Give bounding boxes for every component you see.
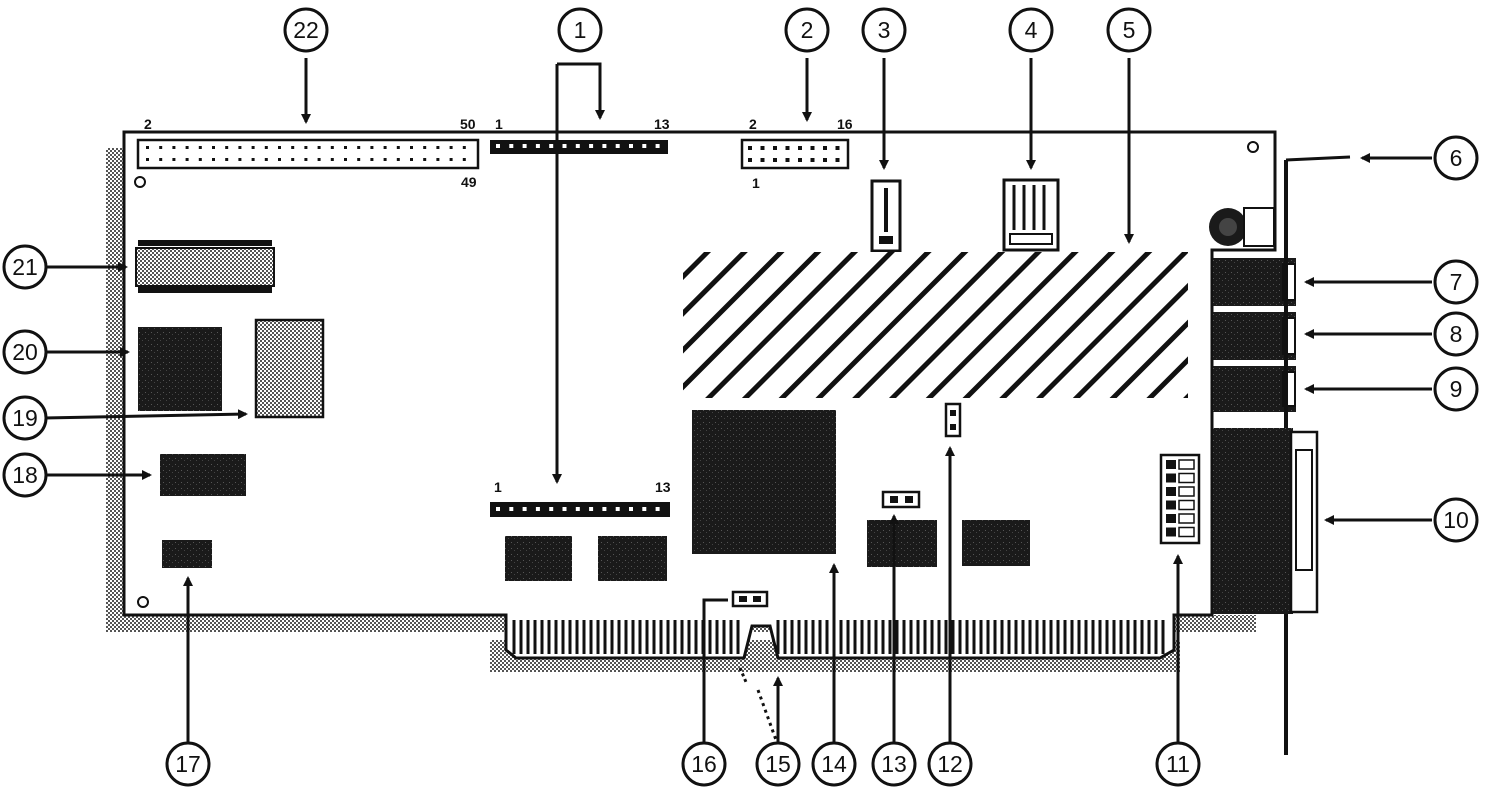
callout-14: 14 bbox=[811, 741, 857, 787]
jumper-13 bbox=[881, 490, 921, 509]
callout-8: 8 bbox=[1433, 311, 1479, 357]
callout-5: 5 bbox=[1106, 7, 1152, 53]
chip-17 bbox=[162, 540, 212, 568]
callout-number: 12 bbox=[937, 751, 963, 777]
pin-label: 16 bbox=[837, 116, 853, 132]
callout-22: 22 bbox=[283, 7, 329, 53]
pin-label: 13 bbox=[654, 116, 670, 132]
chip-main-dsp bbox=[692, 410, 836, 554]
callout-number: 17 bbox=[175, 751, 201, 777]
callout-7: 7 bbox=[1433, 259, 1479, 305]
pin-label: 1 bbox=[494, 479, 502, 495]
callout-18: 18 bbox=[2, 452, 48, 498]
hatched-area bbox=[683, 252, 1188, 398]
connector-block-4 bbox=[1002, 178, 1060, 252]
callout-9: 9 bbox=[1433, 366, 1479, 412]
callout-number: 20 bbox=[12, 339, 38, 365]
pin-label: 1 bbox=[495, 116, 503, 132]
header-13pin-bottom bbox=[490, 502, 670, 517]
callout-number: 19 bbox=[12, 405, 38, 431]
callout-13: 13 bbox=[871, 741, 917, 787]
chips bbox=[135, 240, 1030, 581]
callout-1: 1 bbox=[557, 7, 603, 53]
callout-19: 19 bbox=[2, 395, 48, 441]
chip-c bbox=[505, 536, 572, 581]
callout-11: 11 bbox=[1155, 741, 1201, 787]
chip-b bbox=[962, 520, 1030, 566]
callout-number: 1 bbox=[574, 17, 587, 43]
callout-10: 10 bbox=[1433, 497, 1479, 543]
callout-number: 15 bbox=[765, 751, 791, 777]
callout-number: 6 bbox=[1450, 145, 1463, 171]
callout-number: 8 bbox=[1450, 321, 1463, 347]
pin-label: 49 bbox=[461, 174, 477, 190]
chip-18 bbox=[160, 454, 246, 496]
pin-label: 2 bbox=[144, 116, 152, 132]
volume-knob bbox=[1209, 207, 1275, 247]
callout-number: 9 bbox=[1450, 376, 1463, 402]
pin-label: 50 bbox=[460, 116, 476, 132]
callout-number: 13 bbox=[881, 751, 907, 777]
callout-12: 12 bbox=[927, 741, 973, 787]
callout-number: 16 bbox=[691, 751, 717, 777]
pin-label: 13 bbox=[655, 479, 671, 495]
header-16pin bbox=[740, 138, 850, 170]
jumper-16 bbox=[731, 590, 769, 608]
edge-connector-fingers-right bbox=[776, 620, 1165, 654]
jumper-12 bbox=[944, 402, 962, 438]
audio-jacks bbox=[1213, 258, 1296, 412]
chip-d bbox=[598, 536, 667, 581]
ide-connector bbox=[134, 138, 480, 188]
callout-number: 2 bbox=[801, 17, 814, 43]
callout-number: 4 bbox=[1025, 17, 1038, 43]
chip-a bbox=[867, 520, 937, 567]
callout-15: 15 bbox=[755, 741, 801, 787]
callout-number: 21 bbox=[12, 254, 38, 280]
callout-17: 17 bbox=[165, 741, 211, 787]
callout-number: 5 bbox=[1123, 17, 1136, 43]
callout-number: 14 bbox=[821, 751, 847, 777]
pin-label: 1 bbox=[752, 175, 760, 191]
pin-labels: 2 50 49 1 13 2 16 1 1 13 bbox=[144, 116, 853, 495]
callout-3: 3 bbox=[861, 7, 907, 53]
dip-switch bbox=[1159, 453, 1201, 545]
jumper-block-3 bbox=[870, 179, 902, 253]
chip-20 bbox=[138, 327, 222, 411]
callout-number: 11 bbox=[1166, 751, 1190, 777]
game-port bbox=[1213, 428, 1319, 614]
callout-number: 22 bbox=[293, 17, 319, 43]
callout-number: 7 bbox=[1450, 269, 1463, 295]
callout-number: 10 bbox=[1443, 507, 1469, 533]
callout-6: 6 bbox=[1433, 135, 1479, 181]
chip-21 bbox=[135, 247, 275, 287]
callout-number: 18 bbox=[12, 462, 38, 488]
chip-19 bbox=[254, 318, 325, 419]
pin-label: 2 bbox=[749, 116, 757, 132]
callout-21: 21 bbox=[2, 244, 48, 290]
header-13pin-top bbox=[490, 140, 668, 154]
callout-20: 20 bbox=[2, 329, 48, 375]
callout-2: 2 bbox=[784, 7, 830, 53]
callout-4: 4 bbox=[1008, 7, 1054, 53]
leader-lines bbox=[43, 58, 1432, 743]
callout-16: 16 bbox=[681, 741, 727, 787]
callout-number: 3 bbox=[878, 17, 891, 43]
